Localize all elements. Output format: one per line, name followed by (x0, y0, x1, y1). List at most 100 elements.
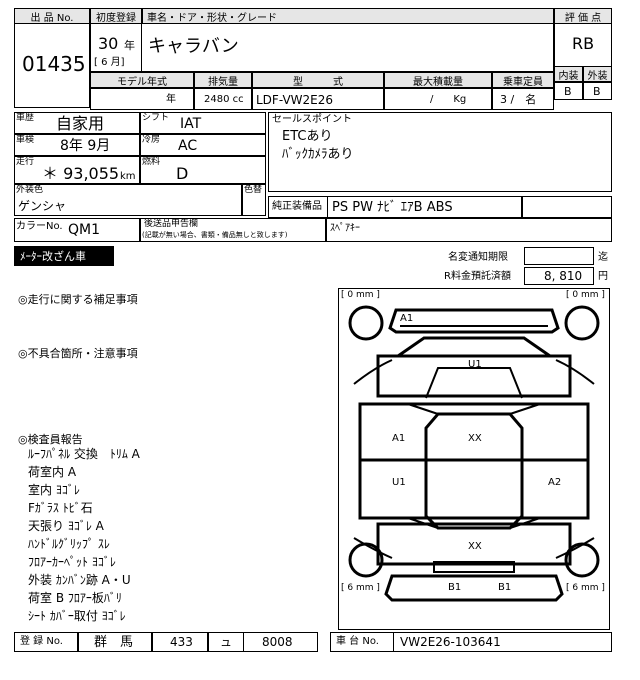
meter-tampered-tag: ﾒｰﾀｰ改ざん車 (14, 246, 114, 266)
color-cell (14, 184, 242, 216)
tread-rear-right: [ 6 mm ] (566, 583, 605, 593)
rear-bumper-outline (384, 574, 564, 602)
extra-value: ｽﾍﾟｱｷｰ (330, 223, 360, 234)
color-no-value: QM1 (68, 222, 101, 238)
displacement-label: 排気量 (194, 72, 252, 88)
car-name: キャラバン (148, 36, 239, 57)
recycle-label: R料金預託済額 (444, 271, 511, 282)
lot-label: 出 品 No. (14, 8, 90, 24)
reg-number: 8008 (262, 635, 293, 649)
running-remarks-label: ◎走行に関する補足事項 (18, 293, 138, 306)
type-label: 型 式 (252, 72, 384, 88)
fuel-value: D (176, 164, 189, 183)
defects-remarks-label: ◎不具合箇所・注意事項 (18, 347, 138, 360)
recycle-cell (524, 267, 594, 285)
capacity-cell (492, 88, 554, 110)
first-reg-month: [ 6 月] (94, 57, 125, 68)
ac-cell (140, 134, 266, 156)
color-change-label: 色替 (244, 185, 263, 195)
fuel-label: 燃料 (142, 157, 161, 167)
reg-label: 登 録 No. (20, 636, 63, 647)
color-label: 外装色 (16, 185, 44, 195)
mark-roof: XX (468, 433, 482, 444)
mark-left-rear: U1 (392, 477, 406, 488)
displacement-value: 2480 cc (204, 94, 244, 105)
recycle-value: 8, 810 (544, 269, 583, 283)
type-cell (252, 88, 384, 110)
docs-note: (記載が無い場合、書類・備品無しと致します) (142, 231, 288, 239)
mark-left-front: A1 (392, 433, 406, 444)
reg-kana: ュ (220, 635, 233, 649)
tread-front-right: [ 0 mm ] (566, 290, 605, 300)
docs-cell (140, 218, 326, 242)
reg-label-cell (14, 632, 78, 652)
tread-front-left: [ 0 mm ] (341, 290, 380, 300)
inspector-line: ｼｰﾄ ｶﾊﾞｰ取付 ﾖｺﾞﾚ (28, 609, 126, 623)
first-reg-year: 30 (98, 34, 119, 53)
capacity-value: 3 / 名 (500, 93, 537, 106)
inspector-line: ﾙｰﾌﾊﾟﾈﾙ 交換 ﾄﾘﾑ A (28, 447, 140, 461)
reg-class-cell (152, 632, 208, 652)
car-diagram (348, 305, 600, 602)
mark-rear-roof: XX (468, 541, 482, 552)
inspector-line: ﾊﾝﾄﾞﾙｸﾞﾘｯﾌﾟ ｽﾚ (28, 537, 110, 551)
body-outline (358, 402, 590, 520)
shift-cell (140, 112, 266, 134)
front-bumper-outline (388, 308, 560, 334)
ac-label: 冷房 (142, 135, 161, 145)
type-value: LDF-VW2E26 (256, 93, 334, 107)
max-load-label: 最大積載量 (384, 72, 492, 88)
car-name-label: 車名・ドア・形状・グレード (142, 8, 554, 24)
mark-front-bumper: A1 (400, 313, 414, 324)
fuel-cell (140, 156, 266, 184)
inspection-value: 8年 9月 (60, 138, 111, 154)
mileage-value: ＊ 93,055 (42, 164, 120, 183)
equipment-right-cell (522, 196, 612, 218)
equipment-value: PS PW ﾅﾋﾞ ｴｱB ABS (332, 200, 453, 215)
reg-area: 群 馬 (94, 635, 134, 650)
mileage-unit: km (120, 171, 136, 182)
tire-front-left (348, 305, 384, 341)
mark-rear-bumper-left: B1 (448, 582, 462, 593)
inspector-line: 荷室 B ﾌﾛｱｰ板ﾊﾞﾘ (28, 591, 122, 605)
first-reg-label: 初度登録 (90, 8, 142, 24)
interior-cell (554, 82, 583, 100)
first-reg-year-unit: 年 (124, 39, 135, 52)
inspector-report-label: ◎検査員報告 (18, 433, 83, 446)
inspection-label: 車検 (16, 135, 35, 145)
shift-value: IAT (180, 116, 202, 132)
exterior-cell (583, 82, 612, 100)
chassis-label: 車 台 No. (336, 636, 379, 647)
history-cell (14, 112, 140, 134)
chassis-value: VW2E26-103641 (400, 635, 501, 649)
inspector-line: 荷室内 A (28, 465, 77, 479)
mileage-cell (14, 156, 140, 184)
car-diagram-frame (338, 288, 610, 630)
docs-label: 後送品申告欄 (144, 219, 199, 229)
inspector-line: 天張り ﾖｺﾞﾚ A (28, 519, 104, 533)
shift-label: シフト (142, 113, 170, 123)
interior-value: B (564, 85, 572, 98)
sales-label: セールスポイント (272, 114, 352, 125)
extra-box (326, 218, 612, 242)
reg-area-cell (78, 632, 152, 652)
sales-box (268, 112, 612, 192)
ac-value: AC (178, 138, 198, 154)
mark-rear-bumper-right: B1 (498, 582, 512, 593)
name-change-unit: 迄 (598, 252, 608, 263)
equipment-label-cell (268, 196, 328, 218)
capacity-label: 乗車定員 (492, 72, 554, 88)
exterior-label: 外装 (583, 66, 612, 82)
model-year-label: モデル年式 (90, 72, 194, 88)
chassis-label-cell (330, 632, 394, 652)
recycle-unit: 円 (598, 271, 608, 282)
sales-line-1: ETCあり (282, 129, 333, 144)
equipment-label: 純正装備品 (272, 201, 322, 212)
history-label: 車歴 (16, 113, 35, 123)
interior-label: 内装 (554, 66, 583, 82)
max-load-cell (384, 88, 492, 110)
displacement-cell (194, 88, 252, 110)
inspector-line: Fｶﾞﾗｽ ﾄﾋﾞ石 (28, 501, 93, 515)
model-year-unit: 年 (166, 94, 176, 105)
inspector-line: ﾌﾛｱｰｶｰﾍﾟｯﾄ ﾖｺﾞﾚ (28, 555, 116, 569)
